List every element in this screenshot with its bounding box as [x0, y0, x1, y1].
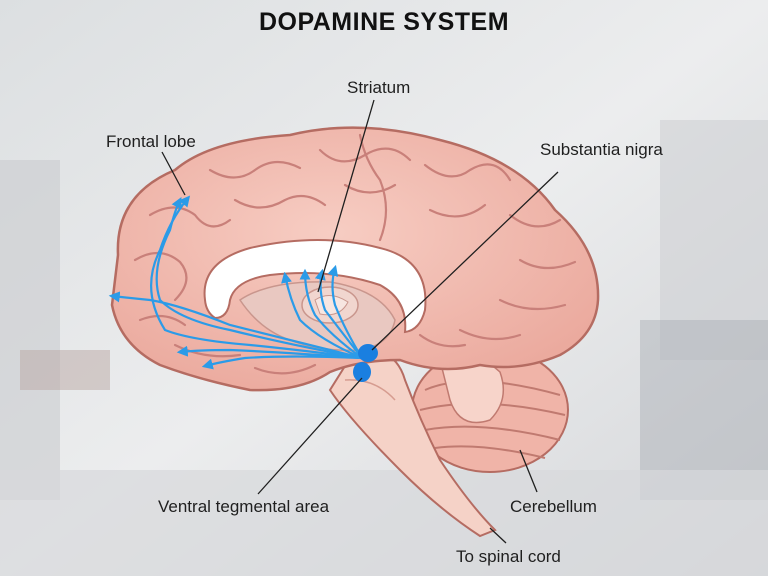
- label-spinal-cord: To spinal cord: [456, 547, 561, 567]
- ventral-tegmental-nucleus: [353, 362, 371, 382]
- label-frontal-lobe: Frontal lobe: [106, 132, 196, 152]
- label-ventral-tegmental-area: Ventral tegmental area: [158, 497, 329, 517]
- diagram-title: DOPAMINE SYSTEM: [0, 8, 768, 37]
- label-striatum: Striatum: [347, 78, 410, 98]
- label-cerebellum: Cerebellum: [510, 497, 597, 517]
- label-substantia-nigra: Substantia nigra: [540, 140, 663, 160]
